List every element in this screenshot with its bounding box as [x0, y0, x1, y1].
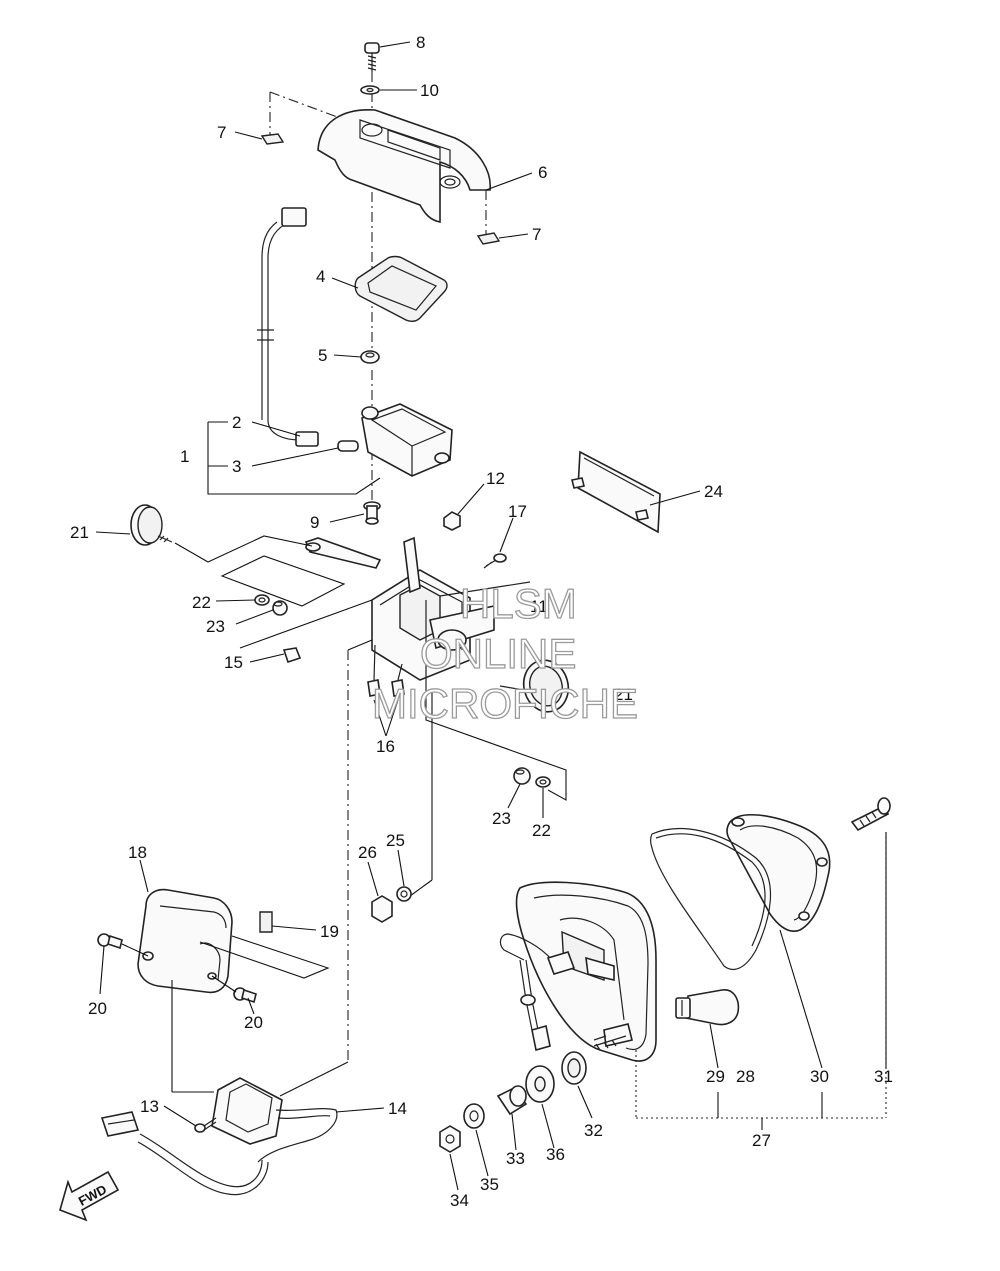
callout-11: 11: [530, 597, 548, 616]
callout-27: 27: [752, 1131, 771, 1150]
callout-6: 6: [538, 163, 547, 182]
tail-gasket-part-30: [649, 828, 772, 971]
callout-35: 35: [480, 1175, 499, 1194]
callout-31: 31: [874, 1067, 893, 1086]
callout-leaders: [95, 41, 887, 1191]
callout-34: 34: [450, 1191, 469, 1210]
callout-5: 5: [318, 346, 327, 365]
nut-part-26: [371, 895, 393, 923]
callout-8: 8: [416, 33, 425, 52]
screw-part-20-right: [211, 975, 257, 1004]
callout-1: 1: [180, 447, 189, 466]
screw-part-17: [483, 553, 507, 569]
socket-harness-part-14: [100, 1077, 338, 1196]
reflector-mount-outline: [174, 535, 373, 649]
callout-23b: 23: [492, 809, 511, 828]
washer-part-25: [396, 886, 412, 902]
callout-33: 33: [506, 1149, 525, 1168]
callout-3: 3: [232, 457, 241, 476]
callout-27-bracket: [635, 832, 887, 1130]
nut-part-12: [443, 511, 461, 531]
washer-part-22-left: [254, 594, 270, 606]
callout-16: 16: [376, 737, 395, 756]
bracket-part-11: [304, 536, 531, 690]
callout-9: 9: [310, 513, 319, 532]
callout-1-bracket: [207, 421, 381, 495]
bolts-part-16: [367, 644, 405, 697]
meter-harness-part-2: [257, 207, 319, 447]
forward-arrow-icon: FWD: [59, 1170, 120, 1222]
callout-21b: 21: [614, 685, 633, 704]
tail-lens-part-31: [726, 797, 891, 932]
nut-part-23-left: [272, 600, 288, 616]
callout-24: 24: [704, 482, 723, 501]
callout-7b: 7: [532, 225, 541, 244]
bulb-part-3: [337, 440, 359, 452]
bolt-part-9: [363, 501, 381, 525]
callout-32: 32: [584, 1121, 603, 1140]
washer-part-36: [525, 1065, 555, 1103]
watermark-line-3: MICROFICHE: [372, 680, 638, 727]
plate-part-24: [571, 450, 661, 534]
callout-29: 29: [706, 1067, 725, 1086]
washer-part-10: [360, 85, 380, 95]
harness-leader-lines: [279, 639, 373, 1097]
collar-part-33: [496, 1085, 528, 1116]
license-light-outline: [199, 935, 330, 979]
watermark-line-2: ONLINE: [420, 630, 576, 677]
license-light-part-18: [137, 888, 233, 994]
callout-22a: 22: [192, 593, 211, 612]
tail-socket-wire: [499, 933, 576, 1052]
callout-7a: 7: [217, 123, 226, 142]
callout-18: 18: [128, 843, 147, 862]
watermark-line-1: HLSM: [460, 580, 577, 627]
callout-30: 30: [810, 1067, 829, 1086]
callout-numbers: 8 10 7 6 7 4 5 2 1 3 9 12 24 17 21 22 23…: [70, 33, 893, 1210]
grommet-part-32: [561, 1051, 587, 1085]
screw-part-13: [194, 1117, 217, 1133]
callout-20b: 20: [244, 1013, 263, 1032]
callout-28: 28: [736, 1067, 755, 1086]
callout-25: 25: [386, 831, 405, 850]
label-part-19: [259, 911, 273, 933]
nut-part-34: [439, 1125, 461, 1153]
license-light-drop-line: [171, 980, 214, 1093]
callout-10: 10: [420, 81, 439, 100]
gasket-part-4: [354, 255, 448, 323]
callout-13: 13: [140, 1097, 159, 1116]
tail-stud-lines: [593, 1035, 627, 1051]
callout-2: 2: [232, 413, 241, 432]
tail-bulb-part-28-29: [675, 989, 740, 1026]
meter-body-part-1: [361, 403, 453, 477]
callout-12: 12: [486, 469, 505, 488]
callout-23a: 23: [206, 617, 225, 636]
watermark: HLSM ONLINE MICROFICHE: [371, 579, 638, 727]
callout-26: 26: [358, 843, 377, 862]
callout-17: 17: [508, 502, 527, 521]
pad-part-7-right: [476, 232, 501, 245]
clip-part-15: [282, 647, 302, 664]
screw-part-8: [364, 42, 380, 72]
washer-part-35: [463, 1103, 485, 1129]
washer-part-22-right: [535, 776, 551, 788]
grommet-part-5: [360, 350, 380, 364]
callout-20a: 20: [88, 999, 107, 1018]
nut-part-23-right: [513, 767, 531, 785]
callout-36: 36: [546, 1145, 565, 1164]
meter-cover-part-6: [317, 109, 491, 223]
right-mount-outline: [409, 690, 567, 897]
reflector-part-21-right: [499, 659, 570, 713]
callout-19: 19: [320, 922, 339, 941]
callout-22b: 22: [532, 821, 551, 840]
callout-14: 14: [388, 1099, 407, 1118]
callout-4: 4: [316, 267, 325, 286]
callout-15: 15: [224, 653, 243, 672]
reflector-part-21-left: [130, 504, 173, 546]
callout-21a: 21: [70, 523, 89, 542]
pad-part-7-left: [260, 133, 285, 145]
